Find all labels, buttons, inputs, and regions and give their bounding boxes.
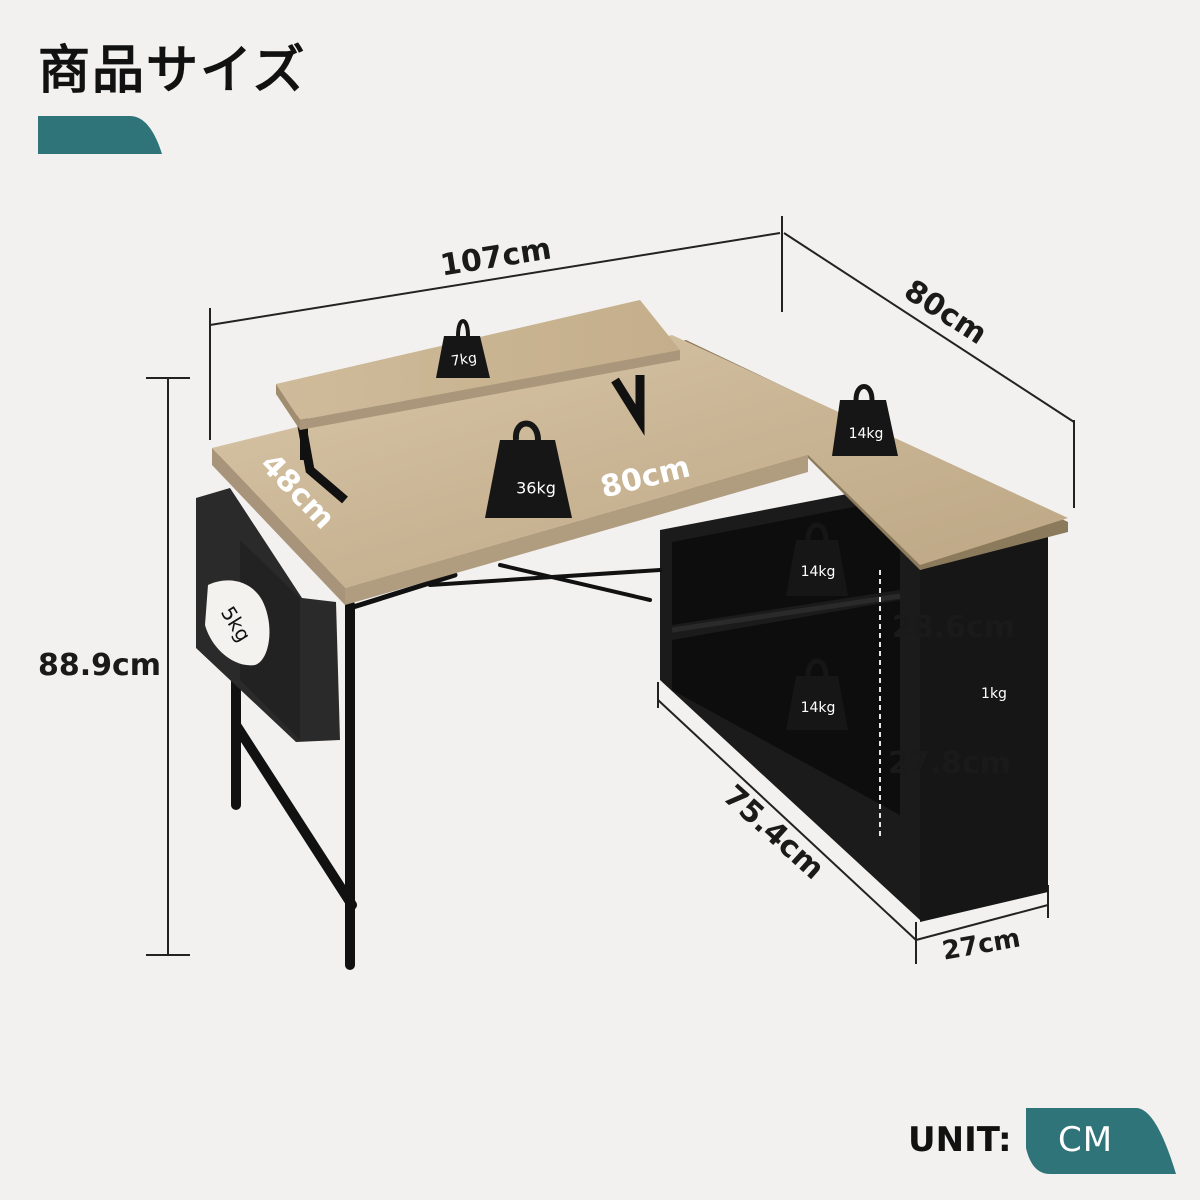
page-title: 商品サイズ xyxy=(38,41,307,101)
weight-hook: 1kg xyxy=(981,686,1007,702)
title-accent-bar xyxy=(38,116,162,154)
dimension-lines xyxy=(146,216,1075,964)
unit-indicator: UNIT: CM xyxy=(908,1108,1178,1174)
height-label: 88.9cm xyxy=(38,648,162,683)
unit-pill xyxy=(1026,1108,1176,1174)
unit-value: CM xyxy=(1058,1120,1114,1160)
shelf-upper-label: 28.6cm xyxy=(892,610,1016,645)
weight-shelf-upper: 14kg xyxy=(800,564,836,580)
unit-label: UNIT: xyxy=(908,1120,1012,1160)
desk-legs xyxy=(231,563,662,970)
weight-desk-corner: 14kg xyxy=(848,426,884,442)
shelf-lower-label: 27.8cm xyxy=(888,746,1012,781)
weight-shelf-lower: 14kg xyxy=(800,700,836,716)
weight-desk-main: 36kg xyxy=(516,478,556,498)
weights xyxy=(436,319,1020,730)
side-bag xyxy=(196,488,340,742)
